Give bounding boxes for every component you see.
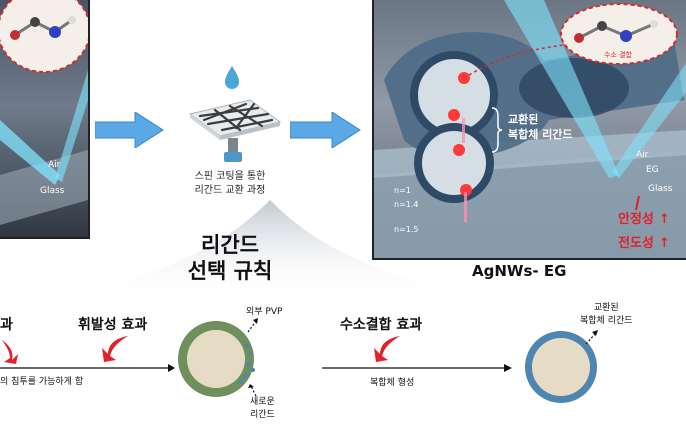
hbond-effect-label: 수소결합 효과 bbox=[340, 314, 422, 334]
exchanged-ligand-line1: 교환된 bbox=[508, 112, 573, 127]
glass-label: Glass bbox=[648, 184, 672, 194]
rule-title: 리간드 선택 규칙 bbox=[170, 232, 290, 284]
air-label: Air bbox=[48, 160, 60, 170]
red-arrow-icon bbox=[0, 340, 20, 364]
flow-arrow-right bbox=[290, 112, 362, 148]
new-ligand-line1: 새로운 bbox=[250, 396, 275, 409]
spin-caption: 스핀 코팅을 통한 리간드 교환 과정 bbox=[160, 170, 300, 198]
air-label: Air bbox=[636, 150, 648, 160]
spin-caption-line1: 스핀 코팅을 통한 bbox=[160, 170, 300, 184]
new-ligand-line2: 리간드 bbox=[250, 409, 275, 422]
up-arrow-icon: ↑ bbox=[659, 212, 670, 227]
left-effect-label: 과 bbox=[0, 314, 13, 334]
dotted-arrow-icon bbox=[584, 330, 600, 346]
conductivity-label: 전도성 ↑ bbox=[618, 232, 670, 251]
rule-title-line1: 리간드 bbox=[170, 232, 290, 258]
spin-caption-line2: 리간드 교환 과정 bbox=[160, 184, 300, 198]
complex-formation-text: 복합체 형성 bbox=[370, 375, 414, 388]
exchanged-ligand-line2: 복합체 리간드 bbox=[508, 127, 573, 142]
process-arrow-right bbox=[322, 363, 512, 373]
rule-title-line2: 선택 규칙 bbox=[170, 258, 290, 284]
exchanged-bottom-line2: 복합체 리간드 bbox=[580, 315, 633, 328]
hbond-label: 수소 결합 bbox=[604, 50, 632, 60]
eg-label: EG bbox=[646, 165, 659, 175]
result-title: AgNWs- EG bbox=[472, 262, 566, 280]
stability-label: 안정성 ↑ bbox=[618, 208, 670, 227]
glass-label: Glass bbox=[40, 186, 64, 196]
pvp-coated-wire-icon bbox=[175, 318, 257, 400]
n1-label: n=1 bbox=[394, 186, 411, 195]
process-arrow-left bbox=[0, 363, 175, 373]
exchanged-bottom-line1: 교환된 bbox=[580, 302, 633, 315]
outer-pvp-label: 외부 PVP bbox=[246, 304, 282, 317]
red-arrow-icon bbox=[100, 334, 132, 364]
flow-arrow-left bbox=[95, 112, 165, 148]
spin-coating-icon bbox=[170, 62, 290, 167]
exchanged-ligand-bottom-label: 교환된 복합체 리간드 bbox=[580, 302, 633, 328]
dotted-arrow-icon bbox=[246, 318, 260, 334]
exchanged-ligand-label: 교환된 복합체 리간드 bbox=[508, 112, 573, 142]
stability-text: 안정성 bbox=[618, 212, 654, 227]
red-arrow-icon bbox=[372, 334, 404, 364]
new-ligand-label: 새로운 리간드 bbox=[250, 396, 275, 422]
droplet-icon bbox=[225, 66, 239, 89]
volatile-effect-label: 휘발성 효과 bbox=[78, 314, 147, 334]
up-arrow-icon: ↑ bbox=[659, 236, 670, 251]
penetration-text: 의 침투를 가능하게 함 bbox=[0, 374, 83, 387]
conductivity-text: 전도성 bbox=[618, 236, 654, 251]
